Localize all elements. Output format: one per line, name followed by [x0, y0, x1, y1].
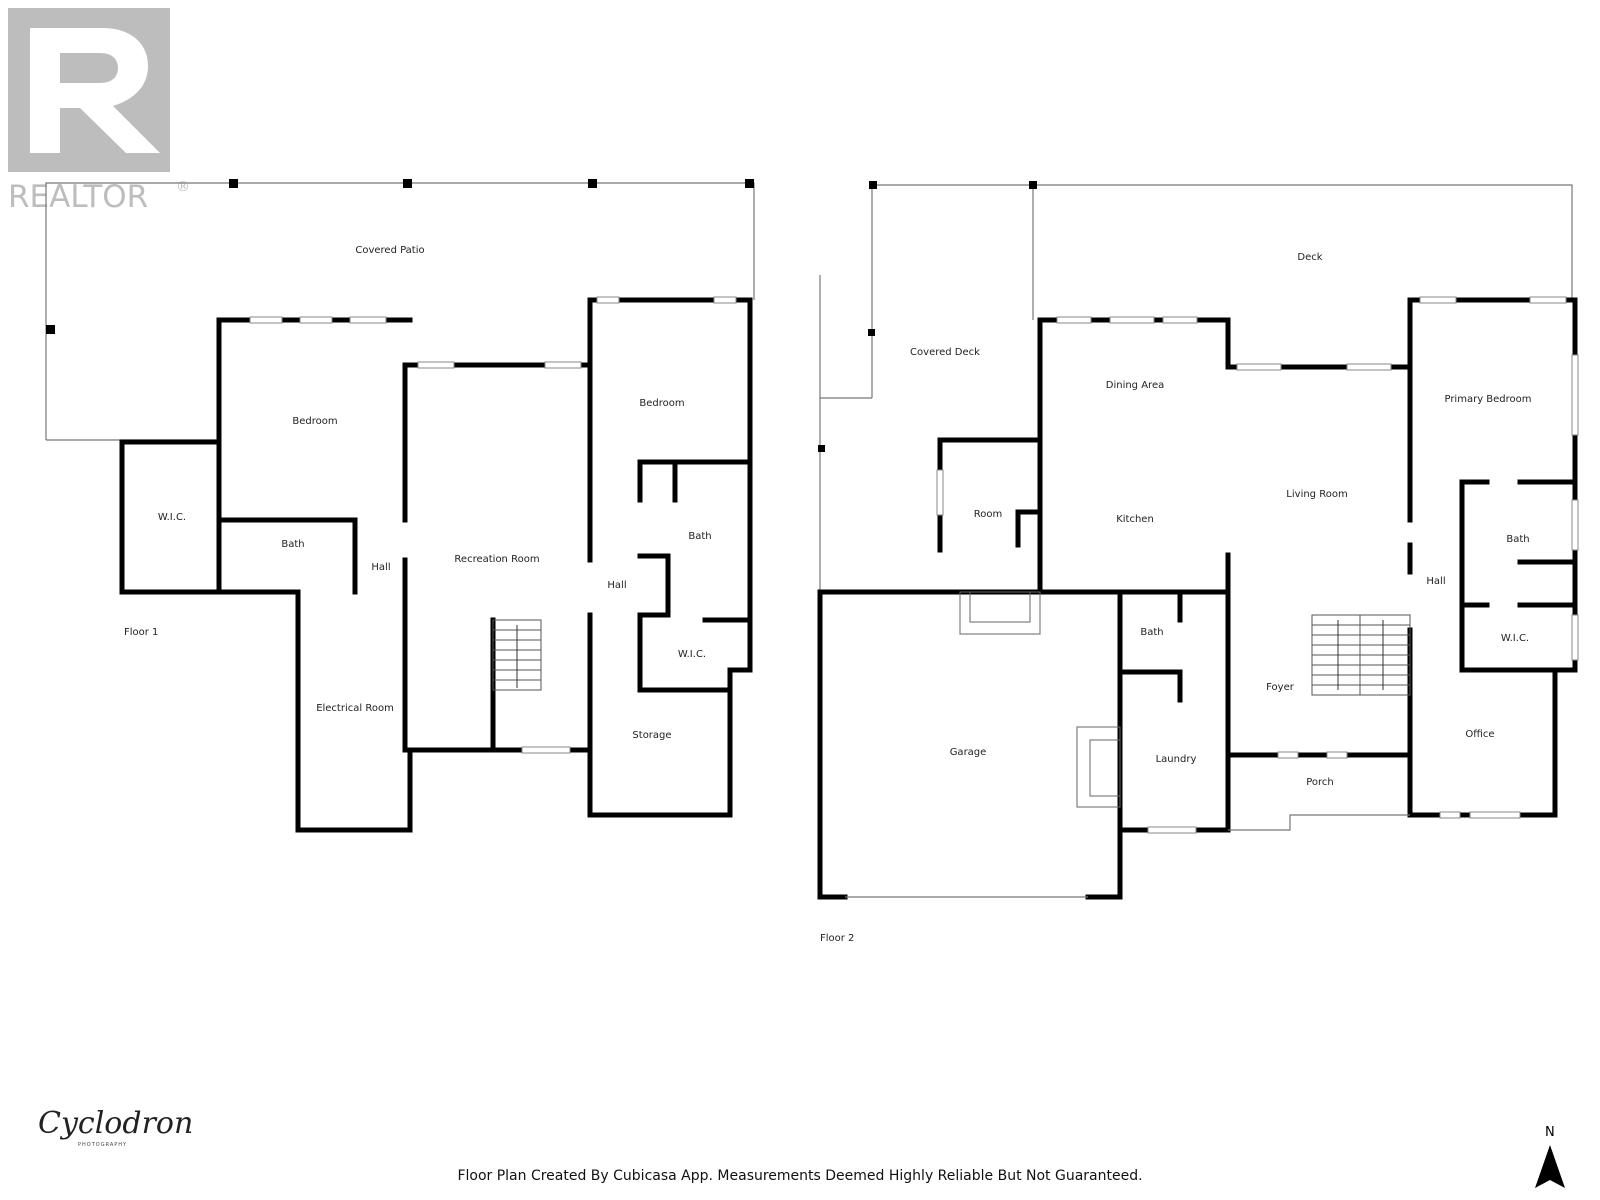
post [403, 179, 412, 188]
room-label: Electrical Room [316, 703, 394, 714]
stairs-floor-2 [1311, 614, 1411, 696]
stairs-floor-1 [492, 619, 542, 691]
room-label: Garage [950, 747, 987, 758]
room-label: Bedroom [292, 416, 337, 427]
realtor-logo: REALTOR ® [8, 8, 190, 216]
room-label: Room [974, 509, 1002, 520]
deck-outline [871, 184, 1573, 398]
room-label: Porch [1306, 777, 1334, 788]
room-label: Hall [1426, 576, 1445, 587]
room-label: Bath [1140, 627, 1163, 638]
room-label: Deck [1297, 252, 1322, 263]
cyclodron-subtitle: PHOTOGRAPHY [78, 1142, 128, 1148]
room-label: W.I.C. [158, 512, 186, 523]
room-label: Bedroom [639, 398, 684, 409]
room-label: Bath [281, 539, 304, 550]
realtor-wordmark: REALTOR [8, 179, 149, 215]
floor-2-plan: Deck Covered Deck Dining Area Primary Be… [817, 181, 1579, 944]
room-label: Foyer [1266, 682, 1295, 693]
room-label: Storage [632, 730, 671, 741]
room-label: Recreation Room [454, 554, 539, 565]
room-label: Bath [688, 531, 711, 542]
cyclodron-logo: Cyclodron [38, 1106, 194, 1141]
room-label: Office [1465, 729, 1494, 740]
room-label: Covered Deck [910, 347, 980, 358]
room-label: Hall [371, 562, 390, 573]
room-label: W.I.C. [678, 649, 706, 660]
realtor-r-icon [8, 8, 170, 172]
room-label: Kitchen [1116, 514, 1154, 525]
room-label: Hall [607, 580, 626, 591]
disclaimer-text: Floor Plan Created By Cubicasa App. Meas… [457, 1168, 1143, 1184]
north-arrow-icon [1535, 1145, 1565, 1188]
room-label: Primary Bedroom [1444, 394, 1531, 405]
room-label: Living Room [1286, 489, 1347, 500]
post [588, 179, 597, 188]
room-label: Covered Patio [355, 245, 424, 256]
floor-2-label: Floor 2 [820, 933, 854, 944]
post [229, 179, 238, 188]
room-label: Dining Area [1106, 380, 1164, 391]
room-label: W.I.C. [1501, 633, 1529, 644]
post [745, 179, 754, 188]
north-label: N [1545, 1125, 1555, 1140]
room-label: Bath [1506, 534, 1529, 545]
room-label: Laundry [1156, 754, 1197, 765]
floor-1-plan: Covered Patio Bedroom W.I.C. Bath Hall R… [45, 179, 755, 833]
post [46, 325, 55, 334]
floor-1-label: Floor 1 [124, 627, 158, 638]
covered-patio-outline [45, 182, 755, 440]
